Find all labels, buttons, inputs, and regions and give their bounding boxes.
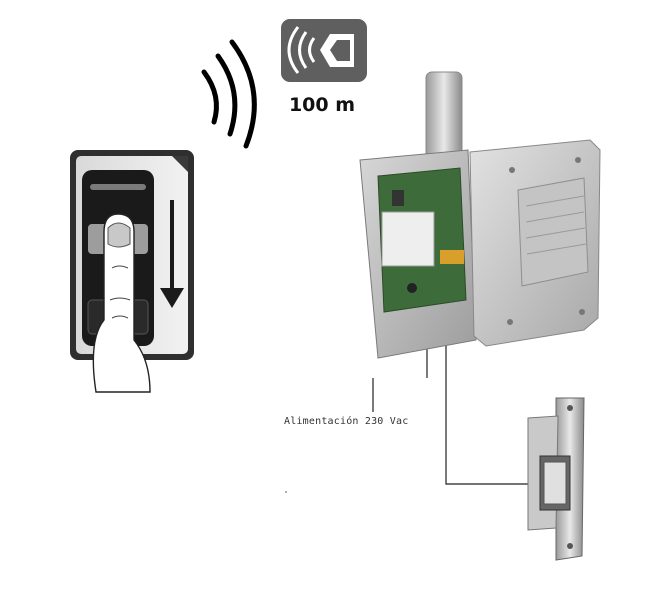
speaker-wave-icon: [281, 19, 367, 82]
radio-waves-icon: [201, 39, 257, 149]
range-label: 100 m: [288, 94, 356, 116]
power-supply-label: Alimentación 230 Vac: [284, 416, 409, 427]
electric-strike-icon: [527, 397, 585, 561]
fingerprint-reader-icon: [70, 150, 194, 393]
marker-dot: [285, 491, 287, 493]
receiver-box-icon: [359, 71, 601, 359]
